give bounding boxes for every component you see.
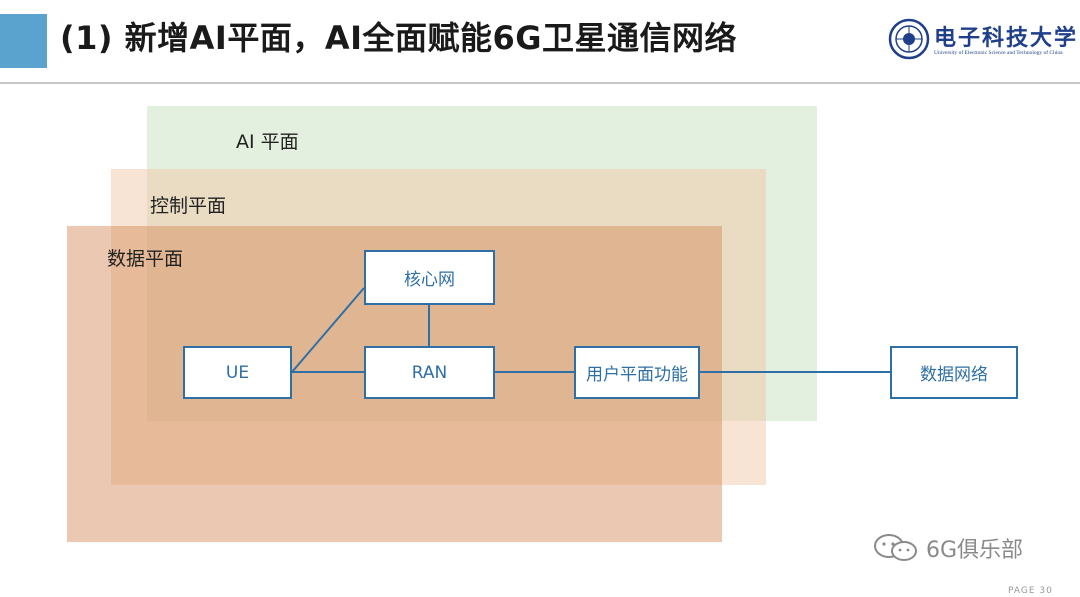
ai-plane-label: AI 平面 [236, 131, 299, 153]
link-ue-core [291, 287, 365, 373]
watermark-text: 6G俱乐部 [926, 538, 1024, 563]
page-number: PAGE 30 [1008, 586, 1053, 596]
chat-bubbles-icon [874, 534, 917, 561]
title-accent-bar [0, 14, 47, 68]
logo-subtext: University of Electronic Science and Tec… [934, 50, 1063, 56]
watermark: 6G俱乐部 [872, 532, 1023, 564]
logo-text: 电子科技大学 [934, 25, 1079, 51]
data-network-node: 数据网络 [890, 346, 1018, 399]
user-plane-function-node: 用户平面功能 [574, 346, 700, 399]
control-plane-region [111, 169, 766, 485]
control-plane-label: 控制平面 [150, 195, 227, 217]
core-network-node: 核心网 [364, 250, 495, 305]
ran-node: RAN [364, 346, 495, 399]
university-emblem-icon [888, 18, 930, 60]
slide-title: (1) 新增AI平面，AI全面赋能6G卫星通信网络 [60, 19, 738, 57]
header-divider [0, 82, 1080, 84]
data-plane-label: 数据平面 [107, 248, 184, 270]
university-logo: 电子科技大学 University of Electronic Science … [888, 18, 1076, 64]
ue-node: UE [183, 346, 292, 399]
